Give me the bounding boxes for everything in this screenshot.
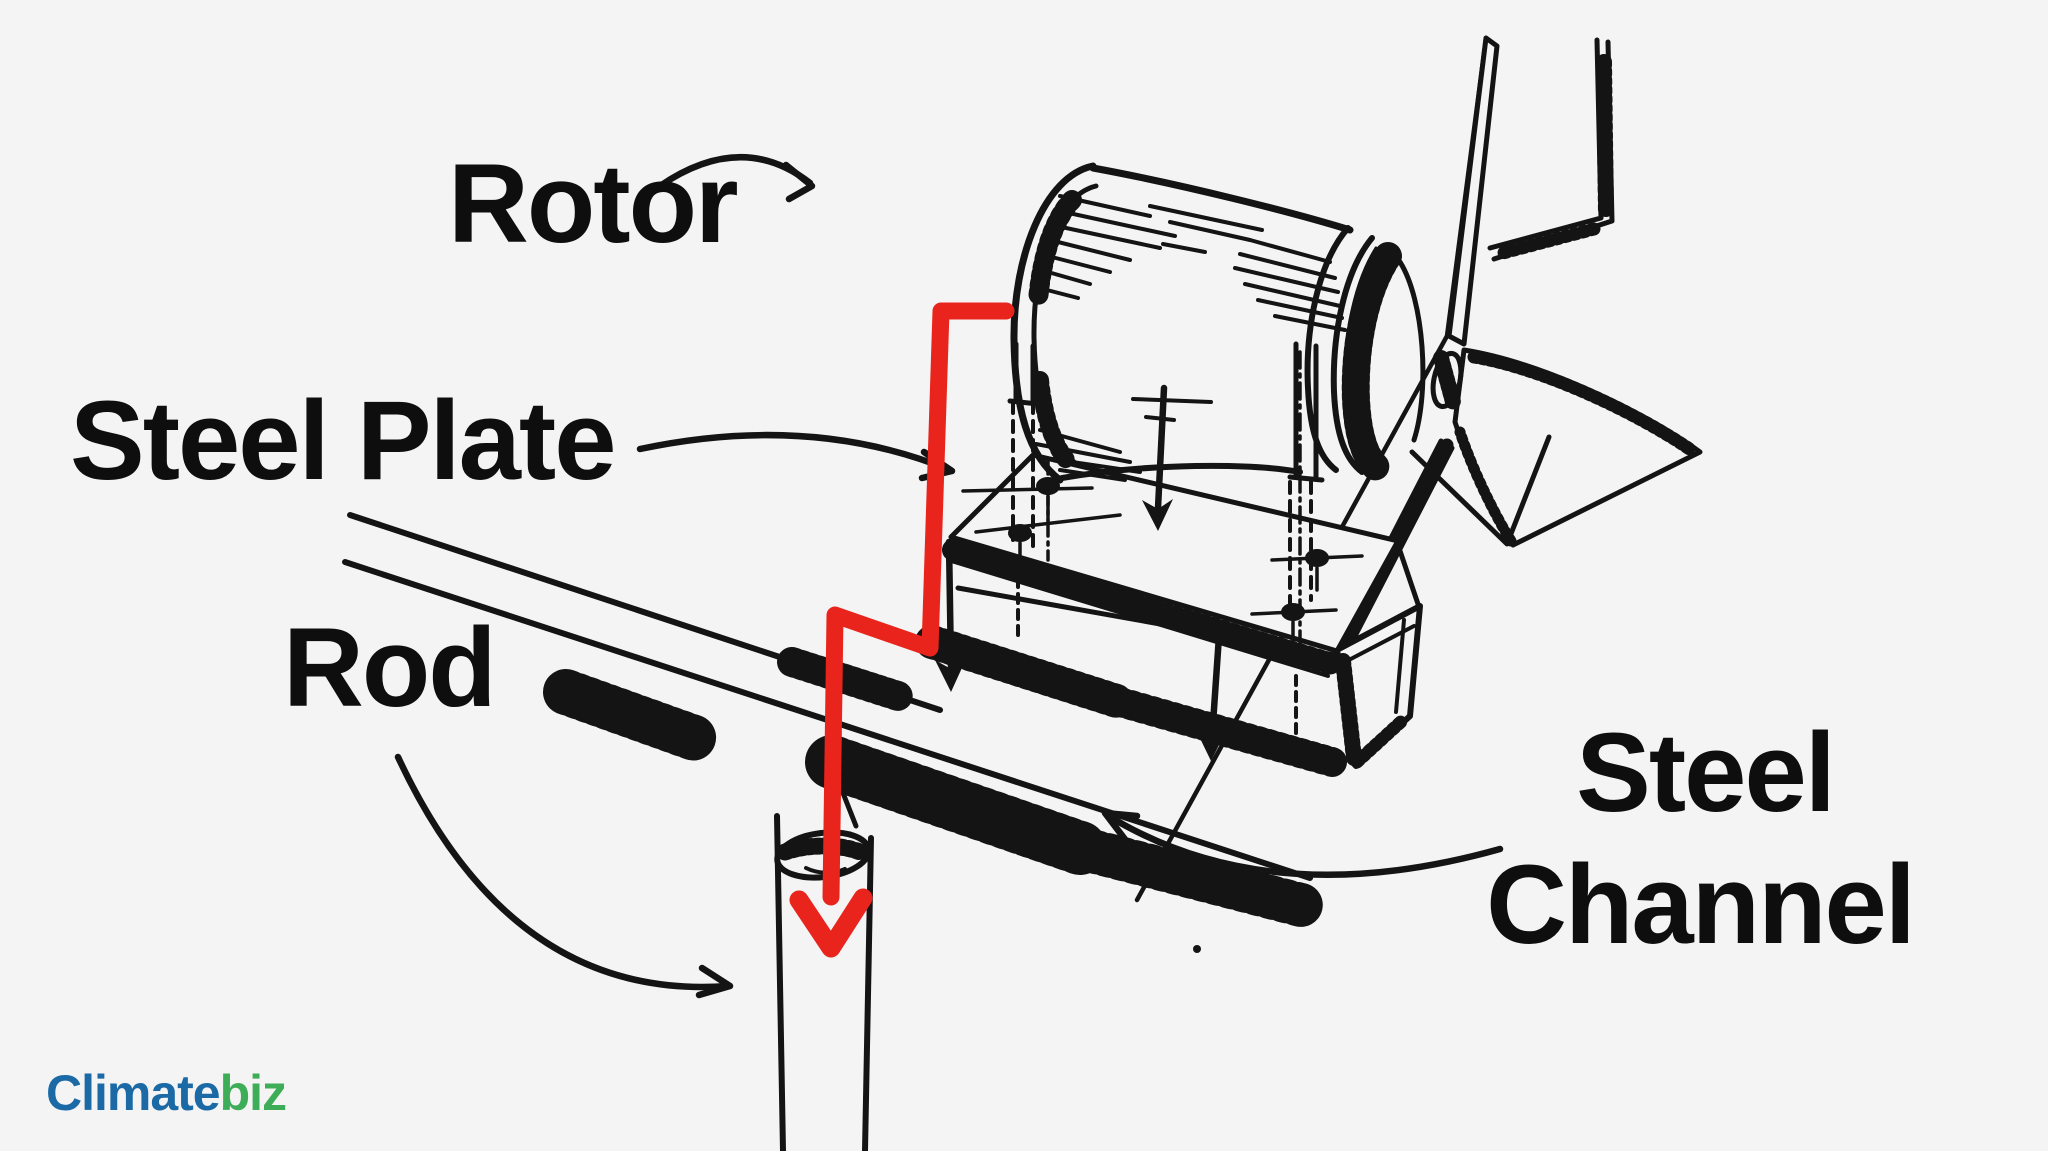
logo-text-climate: Climate (46, 1065, 221, 1121)
force-arrows (935, 384, 1227, 761)
rotor-curved-arrow-icon (656, 154, 816, 203)
steel-plate-label: Steel Plate (70, 378, 617, 503)
down-arrow-icon (1196, 632, 1227, 761)
bolt (1250, 603, 1338, 647)
ink-dot (1193, 945, 1201, 953)
bolt (961, 477, 1094, 522)
propeller-blades-sketch (1134, 35, 1703, 903)
steel-channel-label-line2: Channel (1486, 842, 1916, 967)
bolt (974, 513, 1122, 568)
rod-label: Rod (283, 605, 497, 730)
climatebiz-logo: Climatebiz (46, 1065, 287, 1121)
steel-plate-curved-arrow-icon (636, 431, 956, 482)
rod-sketch (774, 790, 874, 1151)
steel-plate-sketch (942, 350, 1401, 770)
rod-curved-arrow-icon (394, 753, 734, 999)
rotor-cylinder-sketch (1007, 162, 1464, 484)
bolt (1270, 549, 1364, 592)
steel-channel-curved-arrow-icon (1101, 809, 1504, 878)
red-load-path-arrow (789, 302, 1015, 958)
rotor-label: Rotor (448, 141, 739, 266)
logo-text-biz: biz (219, 1065, 287, 1121)
down-arrow-icon (1131, 384, 1213, 531)
steel-channel-label-line1: Steel (1576, 710, 1836, 835)
down-arrow-icon (935, 538, 966, 692)
